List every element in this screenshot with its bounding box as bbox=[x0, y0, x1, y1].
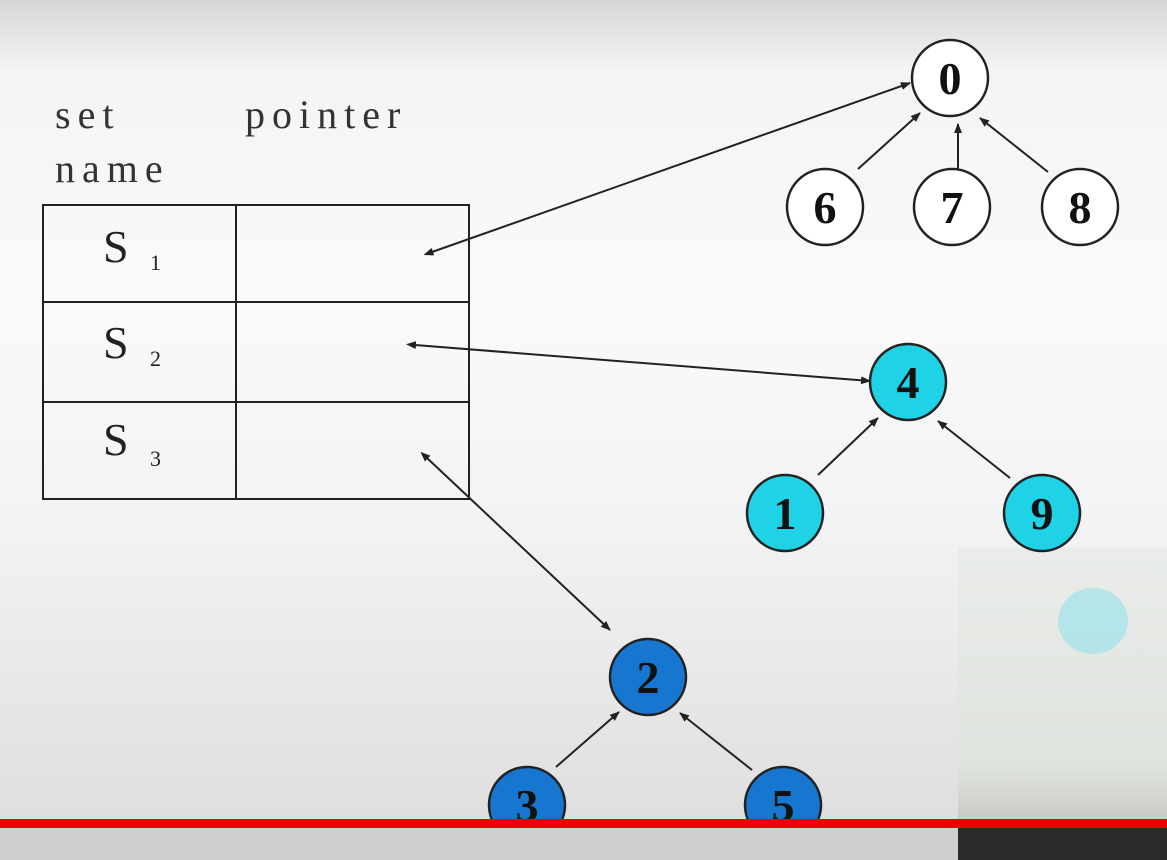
set-table bbox=[42, 204, 470, 500]
video-bottom-strip bbox=[0, 828, 958, 860]
pointer-arrow-s2 bbox=[406, 341, 871, 385]
svg-text:6: 6 bbox=[814, 182, 837, 233]
overlay-node-ghost bbox=[1058, 588, 1128, 654]
set-name-subscript: 2 bbox=[150, 346, 161, 371]
header-name: name bbox=[55, 146, 170, 191]
tree-edge bbox=[817, 417, 879, 476]
tree-edge bbox=[937, 420, 1011, 479]
header-set: set bbox=[55, 92, 120, 137]
tree-edge bbox=[679, 712, 753, 771]
tree-node: 8 bbox=[1040, 167, 1120, 247]
tree-node: 1 bbox=[745, 473, 825, 553]
video-progress-bar[interactable] bbox=[0, 819, 1167, 828]
set-name-s: S bbox=[103, 221, 129, 272]
tree-node: 6 bbox=[785, 167, 865, 247]
svg-text:0: 0 bbox=[939, 53, 962, 104]
tree-node-root: 0 bbox=[910, 38, 990, 118]
svg-text:4: 4 bbox=[897, 357, 920, 408]
set-name-s: S bbox=[103, 317, 129, 368]
tree-node: 9 bbox=[1002, 473, 1082, 553]
header-pointer: pointer bbox=[245, 92, 407, 137]
svg-text:9: 9 bbox=[1031, 488, 1054, 539]
svg-text:8: 8 bbox=[1069, 182, 1092, 233]
video-thumbnail-overlay bbox=[958, 548, 1167, 860]
tree-node: 7 bbox=[912, 167, 992, 247]
pointer-arrow-s1 bbox=[423, 82, 911, 256]
svg-text:5: 5 bbox=[772, 780, 795, 831]
tree-node-root: 2 bbox=[608, 637, 688, 717]
tree-edge bbox=[857, 112, 921, 170]
tree-edge bbox=[979, 117, 1049, 173]
table-row: S 3 bbox=[103, 414, 161, 471]
set-name-subscript: 3 bbox=[150, 446, 161, 471]
video-overlay-bar bbox=[958, 826, 1167, 860]
set-name-s: S bbox=[103, 414, 129, 465]
svg-text:7: 7 bbox=[941, 182, 964, 233]
svg-text:3: 3 bbox=[516, 780, 539, 831]
tree-edge bbox=[555, 711, 620, 768]
svg-text:1: 1 bbox=[774, 488, 797, 539]
pointer-arrow-s3 bbox=[420, 451, 611, 631]
tree-node-root: 4 bbox=[868, 342, 948, 422]
table-row: S 2 bbox=[103, 317, 161, 371]
table-row: S 1 bbox=[103, 221, 161, 275]
svg-text:2: 2 bbox=[637, 652, 660, 703]
set-name-subscript: 1 bbox=[150, 250, 161, 275]
